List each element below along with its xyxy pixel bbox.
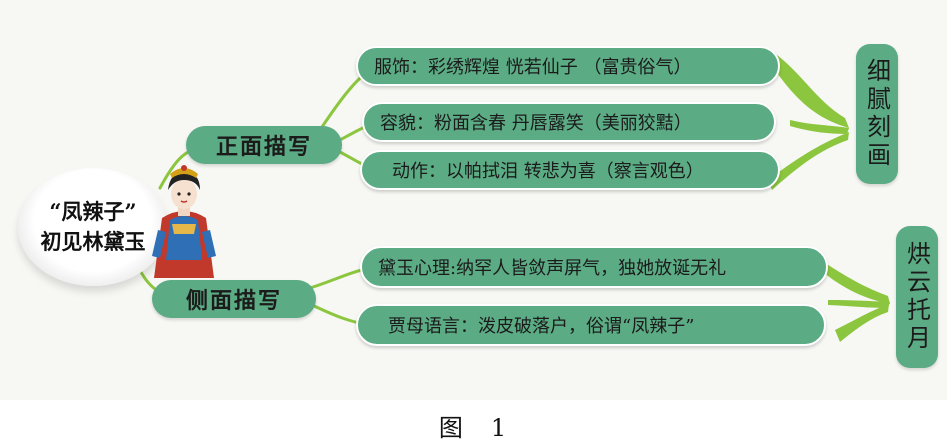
branch-front-label: 正面描写 (215, 134, 312, 160)
bracket-side (818, 260, 890, 342)
side-item-jiamu-words: 贾母语言：泼皮破落户，俗谓“凤辣子” (356, 304, 826, 346)
front-item-action: 动作：以帕拭泪 转悲为喜（察言观色） (360, 150, 780, 190)
front-item-appearance-text: 容貌：粉面含春 丹唇露笑（美丽狡黠） (380, 113, 692, 134)
side-item-daiyu-thoughts-text: 黛玉心理:纳罕人皆敛声屏气，独她放诞无礼 (378, 258, 727, 279)
wang-xifeng-illustration (152, 165, 216, 278)
connector-lines (138, 50, 890, 342)
branch-side-description: 侧面描写 (152, 280, 316, 318)
front-item-appearance: 容貌：粉面含春 丹唇露笑（美丽狡黠） (362, 102, 776, 142)
summary-side: 烘云托月 (896, 226, 938, 368)
branch-side-label: 侧面描写 (185, 288, 282, 314)
figure-caption: 图 1 (438, 414, 509, 442)
bracket-front (768, 50, 849, 190)
front-item-clothing: 服饰：彩绣辉煌 恍若仙子 （富贵俗气） (356, 46, 780, 86)
front-item-action-text: 动作：以帕拭泪 转悲为喜（察言观色） (392, 161, 704, 182)
central-topic-line2: 初见林黛玉 (40, 229, 146, 254)
front-item-clothing-text: 服饰：彩绣辉煌 恍若仙子 （富贵俗气） (374, 57, 692, 78)
central-topic-line1: “凤辣子” (49, 199, 137, 224)
central-topic: “凤辣子” 初见林黛玉 (18, 168, 168, 286)
branch-front-description: 正面描写 (186, 126, 342, 164)
summary-front-text: 细腻刻画 (862, 58, 891, 170)
summary-front: 细腻刻画 (856, 44, 898, 184)
side-item-daiyu-thoughts: 黛玉心理:纳罕人皆敛声屏气，独她放诞无礼 (360, 246, 828, 288)
summary-side-text: 烘云托月 (902, 241, 931, 353)
mind-map-canvas: “凤辣子” 初见林黛玉 正面描写 侧面描写 服饰：彩绣辉煌 恍若仙子 （富贵俗气… (0, 0, 947, 400)
side-item-jiamu-words-text: 贾母语言：泼皮破落户，俗谓“凤辣子” (388, 316, 695, 337)
